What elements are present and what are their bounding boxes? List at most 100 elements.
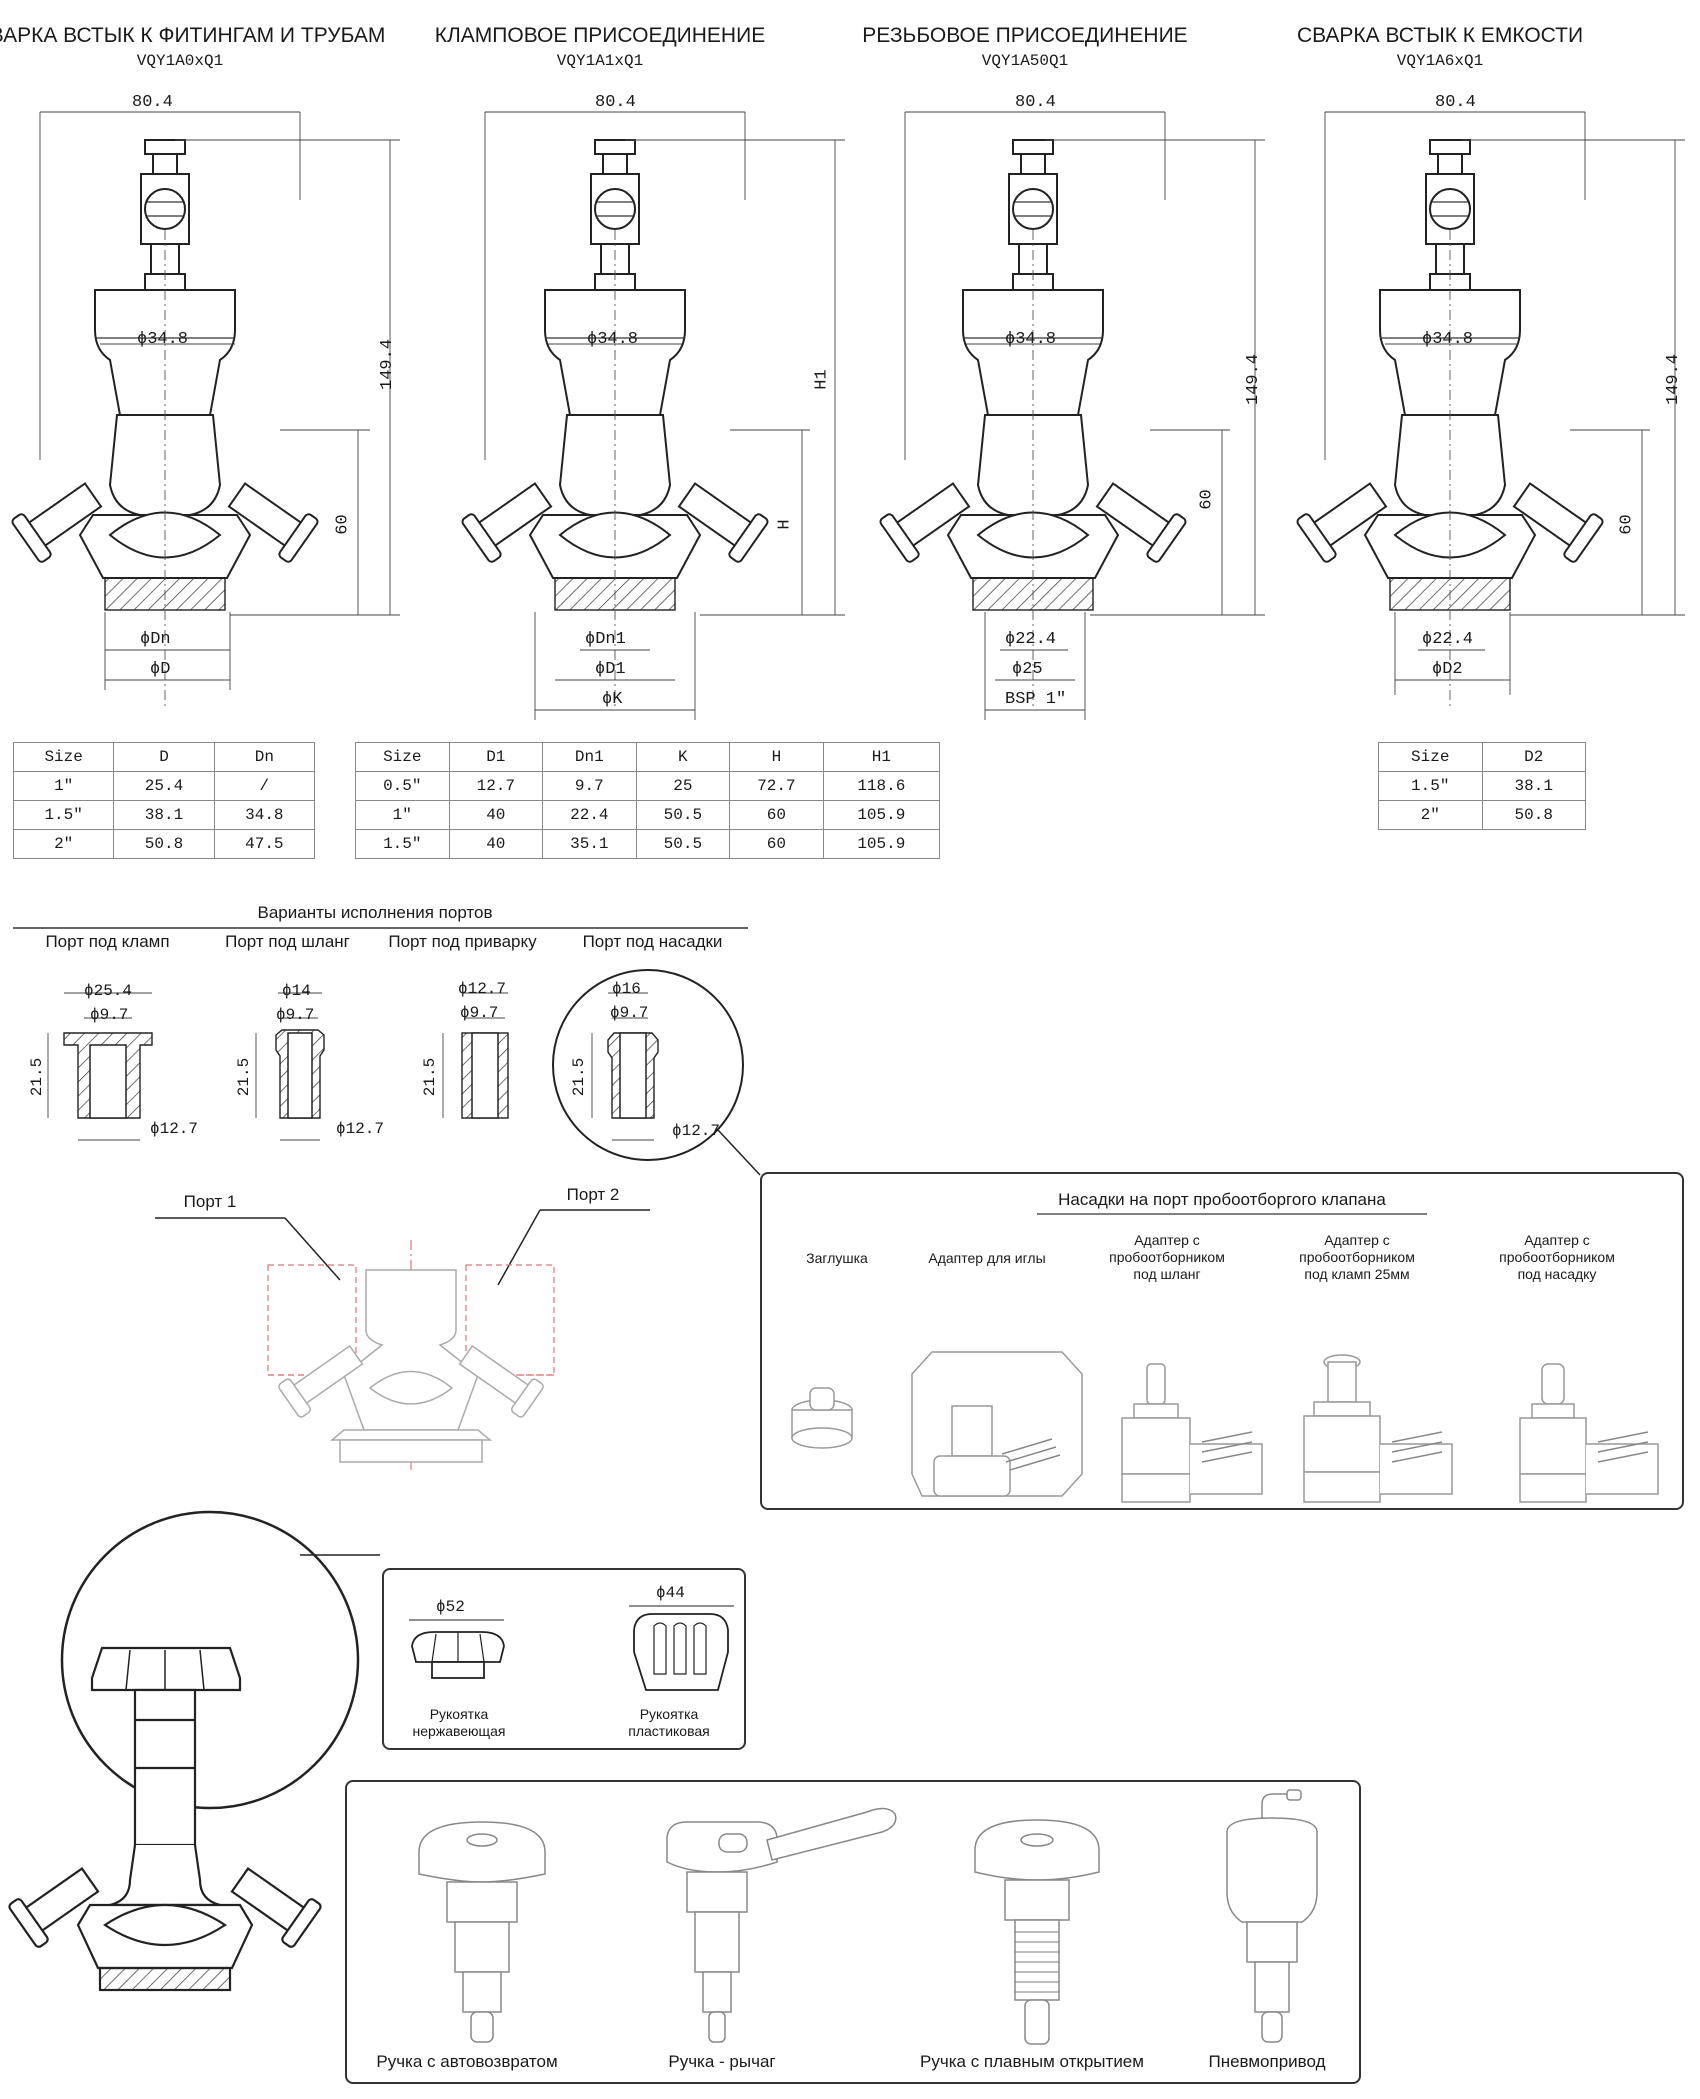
attachment-label-needle: Адаптер для иглы bbox=[928, 1250, 1046, 1266]
table-header: D1 bbox=[448, 742, 544, 772]
table-cell: 2" bbox=[12, 829, 115, 859]
table-header: Dn1 bbox=[542, 742, 637, 772]
port-label-hose: Порт под шланг bbox=[225, 932, 350, 951]
table-cell: 50.8 bbox=[113, 829, 215, 859]
variant-title-2: КЛАМПОВОЕ ПРИСОЕДИНЕНИЕ bbox=[434, 24, 766, 47]
dim-dia-1: ϕ34.8 bbox=[137, 330, 189, 349]
handle-illustrations bbox=[409, 1605, 734, 1691]
ports-heading: Варианты исполнения портов bbox=[257, 903, 493, 922]
port-hose-bottom: ϕ12.7 bbox=[336, 1120, 385, 1138]
table-cell: 38.1 bbox=[113, 800, 215, 830]
attachment-label-nozzle: Адаптер с пробоотборником под насадку bbox=[1499, 1232, 1615, 1282]
table-cell: 105.9 bbox=[822, 829, 941, 859]
port-nozzle-bottom: ϕ12.7 bbox=[672, 1122, 721, 1140]
attachment-label-clamp: Адаптер с пробоотборником под кламп 25мм bbox=[1299, 1232, 1415, 1282]
dim-b1-4: ϕ22.4 bbox=[1422, 630, 1474, 649]
table-cell: 50.5 bbox=[635, 829, 731, 859]
table-cell: 25 bbox=[635, 771, 731, 801]
table-cell: 47.5 bbox=[213, 829, 316, 859]
handle-label-plastic: Рукоятка пластиковая bbox=[628, 1706, 710, 1739]
port-label-clamp: Порт под кламп bbox=[45, 932, 170, 951]
dim-b2-3: ϕ25 bbox=[1012, 660, 1043, 679]
dim-b2-2: ϕD1 bbox=[595, 660, 626, 679]
actuator-label-smooth: Ручка с плавным открытием bbox=[920, 2052, 1144, 2071]
dim-b1-2: ϕDn1 bbox=[585, 630, 626, 649]
table-cell: 118.6 bbox=[822, 771, 941, 801]
port-clamp-bottom: ϕ12.7 bbox=[150, 1120, 199, 1138]
table-cell: 1" bbox=[355, 800, 450, 830]
port-nozzle-mid: ϕ9.7 bbox=[610, 1004, 649, 1022]
table-cell: 0.5" bbox=[355, 771, 450, 801]
dim-width-2: 80.4 bbox=[595, 93, 636, 112]
table-cell: 1" bbox=[12, 771, 115, 801]
handle-dia-steel: ϕ52 bbox=[436, 1598, 465, 1616]
port1-label: Порт 1 bbox=[183, 1192, 237, 1211]
table-cell: 40 bbox=[448, 800, 544, 830]
dim-dia-2: ϕ34.8 bbox=[587, 330, 639, 349]
attachment-illustrations bbox=[791, 1351, 1659, 1503]
handles-panel: ϕ52 ϕ44 Рукоятка нержавеющая Рукоятка пл… bbox=[382, 1568, 746, 1750]
port-weld-mid: ϕ9.7 bbox=[460, 1004, 499, 1022]
actuator-illustrations bbox=[418, 1789, 1318, 2045]
table-cell: 38.1 bbox=[1481, 771, 1586, 801]
dim-width-3: 80.4 bbox=[1015, 93, 1056, 112]
port-hose-top: ϕ14 bbox=[282, 982, 311, 1000]
variant-title-3: РЕЗЬБОВОЕ ПРИСОЕДИНЕНИЕ bbox=[862, 24, 1188, 47]
table-cell: 40 bbox=[448, 829, 544, 859]
table-header: Size bbox=[1378, 742, 1483, 772]
table-cell: 1.5" bbox=[1378, 771, 1483, 801]
dim-dia-4: ϕ34.8 bbox=[1422, 330, 1474, 349]
variant-title-1: СВАРКА ВСТЫК К ФИТИНГАМ И ТРУБАМ bbox=[0, 24, 386, 47]
port-label-nozzle: Порт под насадки bbox=[582, 932, 723, 951]
attachment-label-hose: Адаптер с пробоотборником под шланг bbox=[1109, 1232, 1225, 1282]
dim-b2-1: ϕD bbox=[150, 660, 171, 679]
actuators-panel: Ручка с автовозвратом Ручка - рычаг Ручк… bbox=[345, 1780, 1361, 2084]
port-nozzle-top: ϕ16 bbox=[612, 980, 641, 998]
actuator-label-auto-return: Ручка с автовозвратом bbox=[376, 2052, 558, 2071]
dim-width-4: 80.4 bbox=[1435, 93, 1476, 112]
variant-title-4: СВАРКА ВСТЫК К ЕМКОСТИ bbox=[1296, 24, 1584, 47]
table-cell: 50.8 bbox=[1481, 800, 1586, 830]
dim-b1-3: ϕ22.4 bbox=[1005, 630, 1057, 649]
variant-code-2: VQY1A1xQ1 bbox=[556, 52, 644, 70]
dim-b2-4: ϕD2 bbox=[1432, 660, 1463, 679]
table-cell: 2" bbox=[1378, 800, 1483, 830]
dim-dia-3: ϕ34.8 bbox=[1005, 330, 1057, 349]
dim-b3-3: BSP 1" bbox=[1005, 690, 1067, 709]
table-cell: 12.7 bbox=[448, 771, 544, 801]
port-hose-mid: ϕ9.7 bbox=[276, 1006, 315, 1024]
port-clamp-top: ϕ25.4 bbox=[84, 982, 133, 1000]
table-cell: 60 bbox=[729, 829, 824, 859]
table-cell: 22.4 bbox=[542, 800, 637, 830]
table-header: H1 bbox=[822, 742, 941, 772]
table-cell: 25.4 bbox=[113, 771, 215, 801]
handle-label-steel: Рукоятка нержавеющая bbox=[412, 1706, 506, 1739]
actuator-label-pneumatic: Пневмопривод bbox=[1208, 2052, 1326, 2071]
port-clamp-mid: ϕ9.7 bbox=[90, 1006, 129, 1024]
attachments-title: Насадки на порт пробоотборгого клапана bbox=[1058, 1190, 1386, 1209]
handle-dia-plastic: ϕ44 bbox=[656, 1584, 685, 1602]
port-label-weld: Порт под приварку bbox=[388, 932, 537, 951]
actuator-label-lever: Ручка - рычаг bbox=[668, 2052, 776, 2071]
attachments-panel: Насадки на порт пробоотборгого клапана З… bbox=[760, 1172, 1684, 1510]
attachments-underline bbox=[1037, 1213, 1427, 1215]
dim-width-1: 80.4 bbox=[132, 93, 173, 112]
variant-code-3: VQY1A50Q1 bbox=[981, 52, 1069, 70]
table-cell: 9.7 bbox=[542, 771, 637, 801]
table-header: Size bbox=[355, 742, 450, 772]
table-cell: 1.5" bbox=[355, 829, 450, 859]
table-cell: 50.5 bbox=[635, 800, 731, 830]
table-header: D2 bbox=[1481, 742, 1586, 772]
table-cell: 35.1 bbox=[542, 829, 637, 859]
dim-b3-2: ϕK bbox=[602, 690, 623, 709]
port-weld-top: ϕ12.7 bbox=[458, 980, 507, 998]
